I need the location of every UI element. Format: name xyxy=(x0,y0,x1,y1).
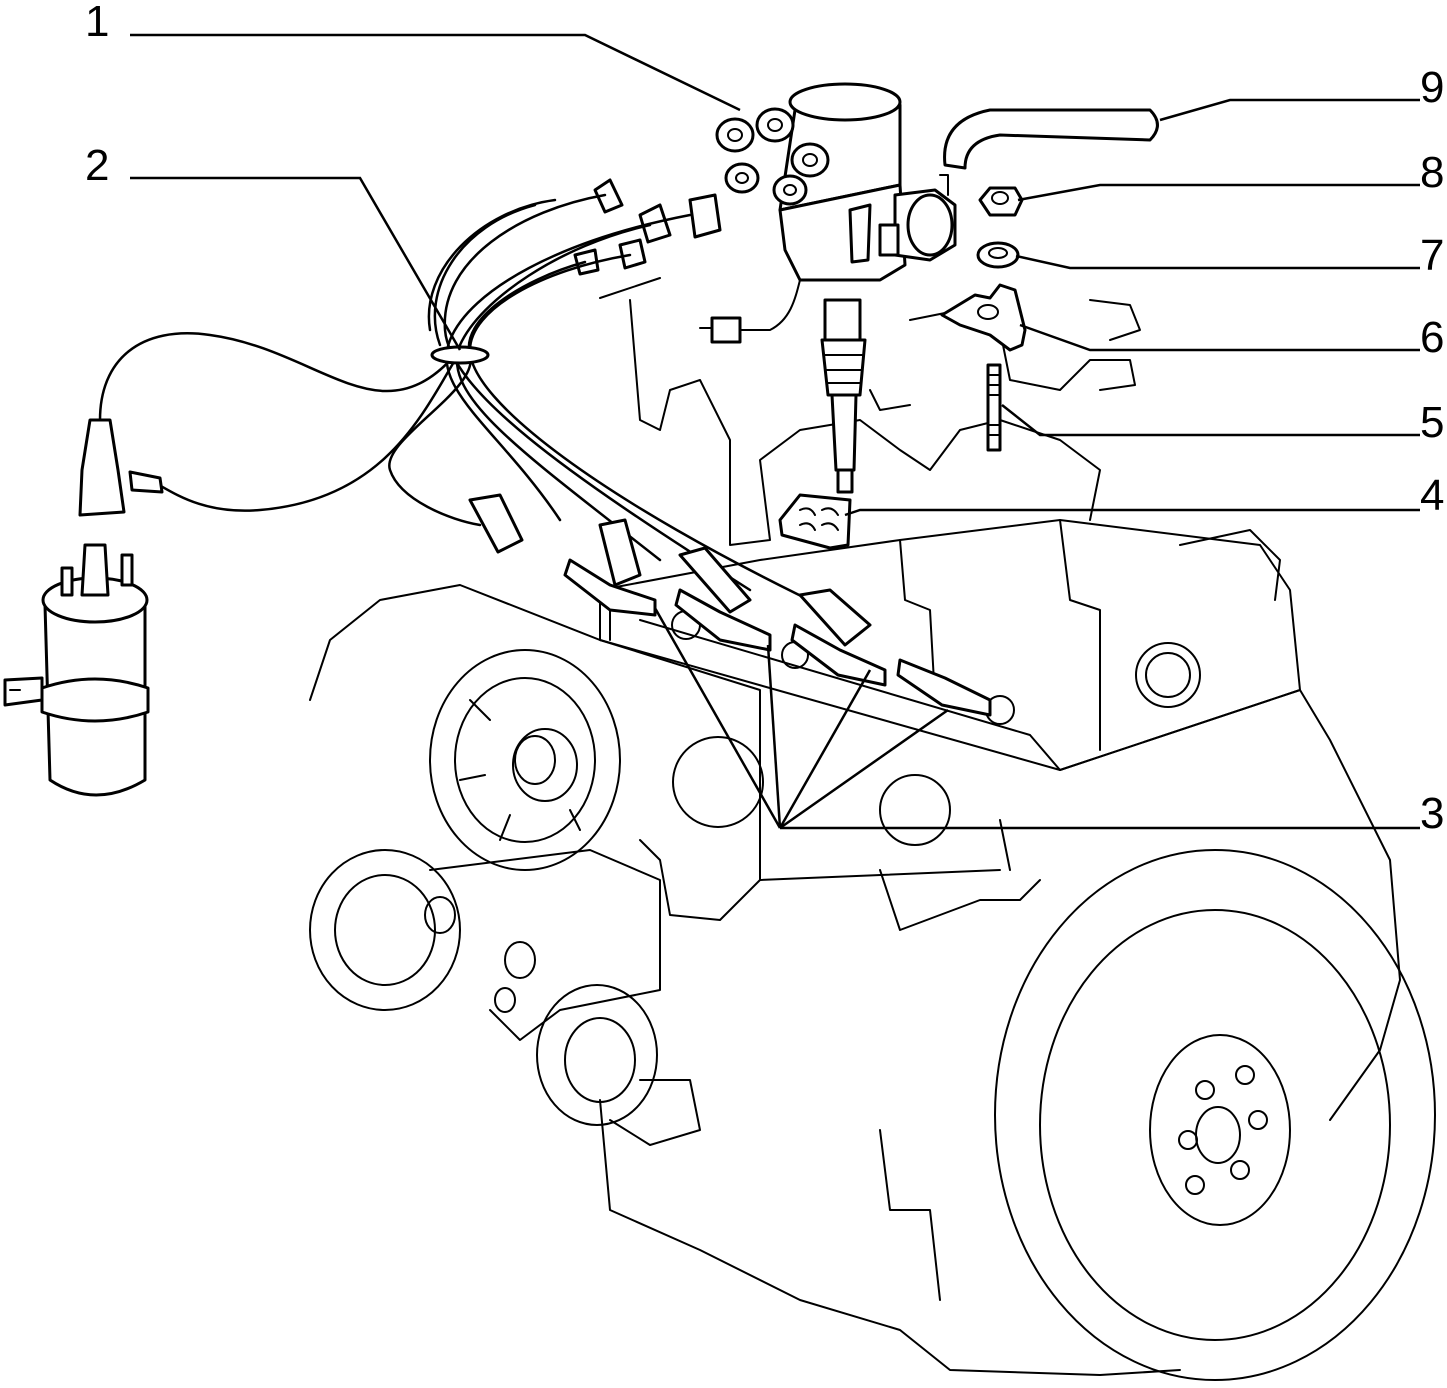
stud xyxy=(986,363,1002,452)
clamp-plate xyxy=(940,283,1027,352)
leader-3-plug-1 xyxy=(653,607,782,829)
leader-3-plug-3 xyxy=(778,669,872,829)
callout-7: 7 xyxy=(1420,231,1444,280)
callout-2: 2 xyxy=(85,141,109,190)
gasket xyxy=(778,493,852,550)
callout-4: 4 xyxy=(1420,471,1444,520)
timing-pulleys xyxy=(309,649,701,1146)
vacuum-hose xyxy=(943,108,1159,170)
distributor xyxy=(699,82,957,494)
leader-7 xyxy=(1015,254,1420,270)
leader-9 xyxy=(1159,98,1420,122)
nut xyxy=(978,186,1024,217)
callout-5: 5 xyxy=(1420,398,1444,447)
ignition-lead-set xyxy=(78,178,872,647)
ignition-coil xyxy=(3,543,150,797)
leader-8 xyxy=(1017,183,1420,202)
leader-5 xyxy=(1001,404,1420,437)
callout-1: 1 xyxy=(85,0,109,46)
callout-9: 9 xyxy=(1420,63,1444,112)
callout-numbers: 1 2 3 4 5 6 7 8 9 xyxy=(85,0,1444,838)
callout-6: 6 xyxy=(1420,313,1444,362)
callout-3: 3 xyxy=(1420,789,1444,838)
leader-3-plug-4 xyxy=(779,708,949,830)
engine-block xyxy=(309,299,1401,1376)
leader-3-plug-2 xyxy=(766,644,782,829)
callout-8: 8 xyxy=(1420,148,1444,197)
flywheel xyxy=(994,849,1436,1381)
leader-1 xyxy=(130,33,741,112)
leader-6 xyxy=(1019,323,1420,352)
spark-plugs xyxy=(563,558,992,717)
leader-2 xyxy=(130,176,462,351)
leader-lines xyxy=(130,33,1420,830)
leader-4 xyxy=(844,508,1420,517)
washer xyxy=(976,241,1020,269)
